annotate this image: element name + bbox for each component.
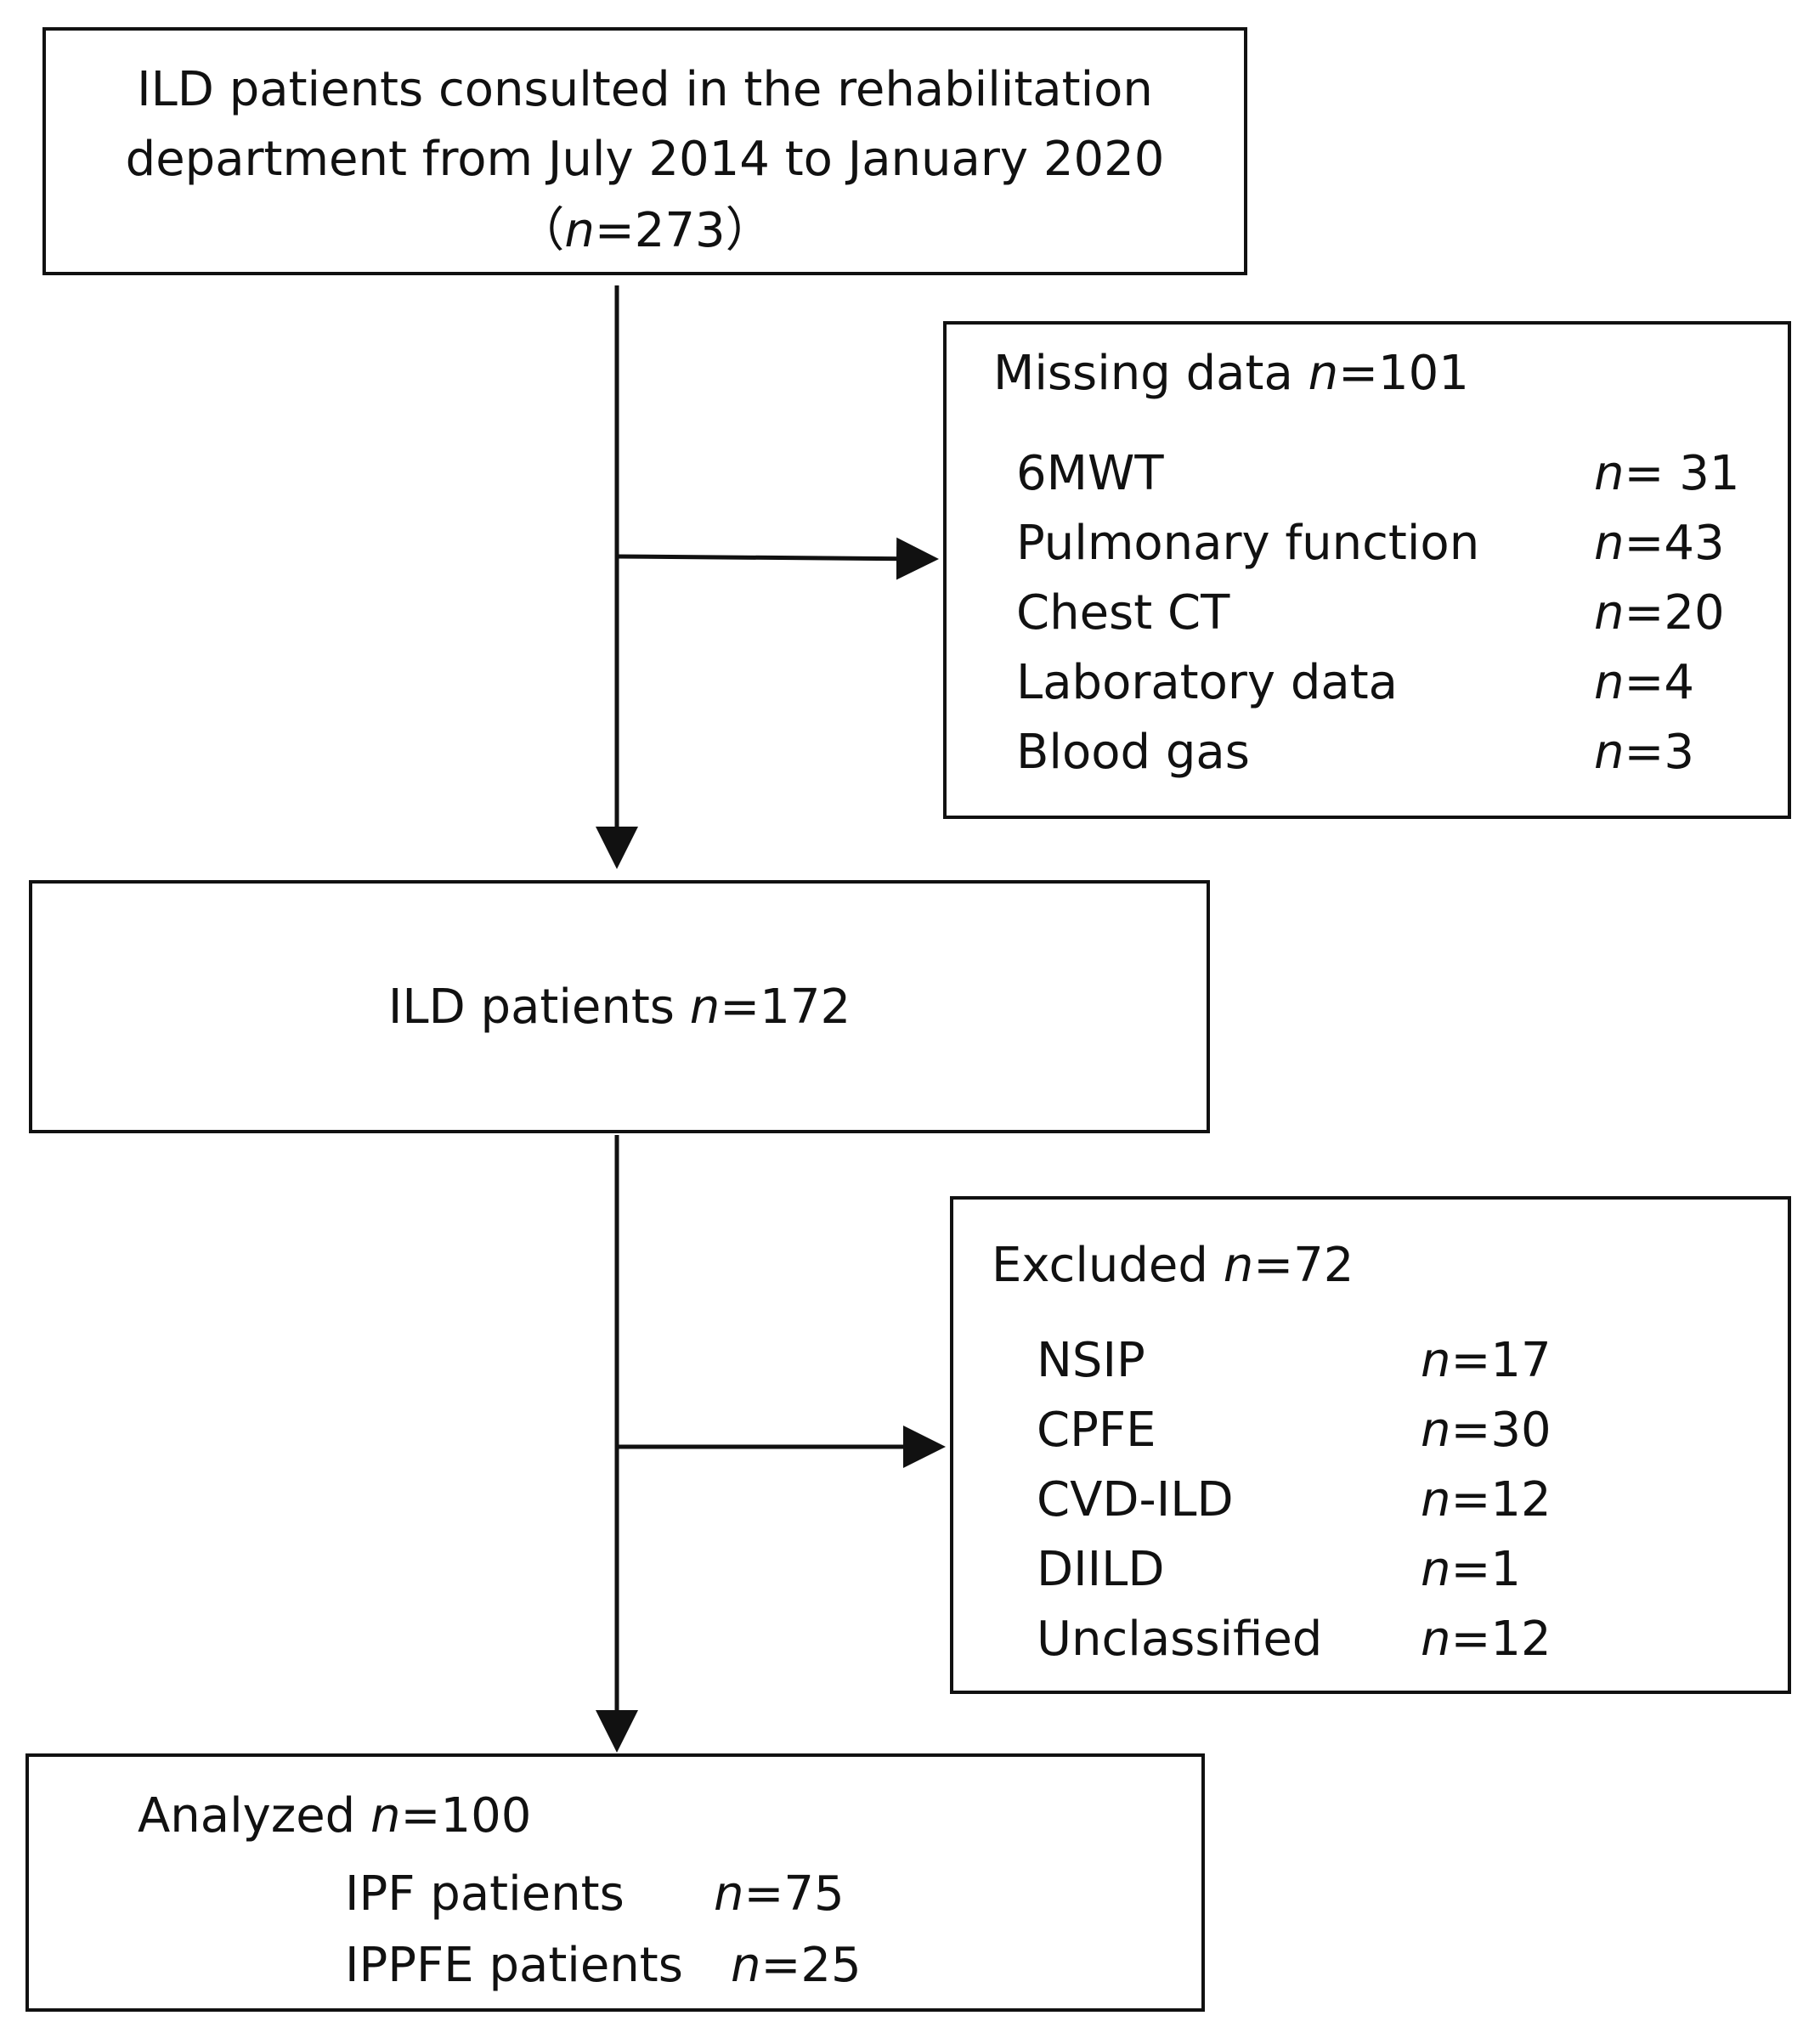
box-excluded: Excluded n=72 NSIP n=17 CPFE n=30 CVD-IL… [950, 1196, 1791, 1694]
excluded-item-n: n [1421, 1333, 1451, 1388]
excluded-item-label: CPFE [1037, 1403, 1156, 1458]
missing-item-label: Blood gas [1016, 725, 1250, 780]
missing-item-value: = 31 [1624, 446, 1740, 501]
missing-item-value: =43 [1624, 516, 1725, 571]
arrow-to-missing [616, 537, 939, 580]
analyzed-item-value: =25 [760, 1938, 862, 1993]
missing-item-count: n=3 [1594, 729, 1694, 776]
missing-item-n: n [1594, 446, 1625, 501]
missing-item-n: n [1594, 725, 1625, 780]
box-ild-patients: ILD patients n=172 [29, 880, 1210, 1133]
box-analyzed: Analyzed n=100 IPF patients n=75 IPPFE p… [25, 1753, 1205, 2012]
analyzed-item-count: n=75 [714, 1871, 845, 1918]
analyzed-title-n: n [370, 1788, 401, 1843]
start-count-open: （ [517, 203, 565, 258]
analyzed-title-value: =100 [400, 1788, 532, 1843]
missing-item-count: n=4 [1594, 659, 1694, 707]
excluded-item-label: NSIP [1037, 1333, 1145, 1388]
analyzed-item-n: n [731, 1938, 761, 1993]
excluded-item-n: n [1421, 1403, 1451, 1458]
excluded-item-value: =12 [1450, 1472, 1552, 1527]
missing-item-value: =4 [1624, 655, 1695, 710]
box-start: ILD patients consulted in the rehabilita… [42, 27, 1247, 275]
missing-title-label: Missing data [993, 346, 1293, 401]
analyzed-item-label: IPF patients [345, 1866, 625, 1922]
excluded-item-label: CVD-ILD [1037, 1472, 1234, 1527]
ild-title: ILD patients n=172 [32, 984, 1207, 1031]
missing-item-n: n [1594, 655, 1625, 710]
excluded-item-count: n=17 [1421, 1337, 1552, 1385]
analyzed-title: Analyzed n=100 [138, 1793, 531, 1840]
ild-title-n: n [689, 980, 721, 1035]
missing-title-n: n [1308, 346, 1339, 401]
excluded-item-n: n [1421, 1542, 1451, 1597]
missing-item-label: 6MWT [1016, 446, 1164, 501]
missing-item-count: n= 31 [1594, 450, 1739, 498]
missing-item-value: =20 [1624, 585, 1725, 641]
analyzed-item-value: =75 [743, 1866, 845, 1922]
start-line2: department from July 2014 to January 202… [125, 132, 1165, 187]
analyzed-item-n: n [714, 1866, 744, 1922]
excluded-item-value: =1 [1450, 1542, 1522, 1597]
missing-title: Missing data n=101 [993, 350, 1469, 398]
analyzed-item-count: n=25 [731, 1942, 862, 1990]
missing-title-value: =101 [1338, 346, 1469, 401]
missing-item-value: =3 [1624, 725, 1695, 780]
excluded-item-n: n [1421, 1612, 1451, 1667]
analyzed-item-label: IPPFE patients [345, 1938, 683, 1993]
start-count-close: ） [725, 203, 773, 258]
start-count: （n=273） [46, 207, 1244, 255]
excluded-item-count: n=12 [1421, 1476, 1552, 1524]
excluded-title-label: Excluded [992, 1238, 1208, 1293]
missing-item-n: n [1594, 585, 1625, 641]
excluded-item-label: DIILD [1037, 1542, 1165, 1597]
analyzed-title-label: Analyzed [138, 1788, 356, 1843]
excluded-item-label: Unclassified [1037, 1612, 1323, 1667]
excluded-title-n: n [1223, 1238, 1254, 1293]
excluded-item-count: n=30 [1421, 1407, 1552, 1454]
box-missing-data: Missing data n=101 6MWT n= 31 Pulmonary … [943, 321, 1791, 819]
excluded-item-value: =12 [1450, 1612, 1552, 1667]
missing-item-label: Laboratory data [1016, 655, 1398, 710]
missing-item-label: Pulmonary function [1016, 516, 1480, 571]
missing-item-count: n=20 [1594, 590, 1725, 637]
excluded-item-value: =17 [1450, 1333, 1552, 1388]
excluded-item-count: n=12 [1421, 1616, 1552, 1663]
start-line1: ILD patients consulted in the rehabilita… [137, 62, 1153, 117]
excluded-item-count: n=1 [1421, 1546, 1521, 1594]
excluded-item-value: =30 [1450, 1403, 1552, 1458]
missing-item-label: Chest CT [1016, 585, 1230, 641]
excluded-title-value: =72 [1253, 1238, 1354, 1293]
missing-item-n: n [1594, 516, 1625, 571]
excluded-title: Excluded n=72 [992, 1242, 1354, 1290]
ild-title-value: =172 [720, 980, 851, 1035]
missing-item-count: n=43 [1594, 520, 1725, 567]
excluded-item-n: n [1421, 1472, 1451, 1527]
start-count-n: n [564, 203, 595, 258]
start-count-value: =273 [594, 203, 726, 258]
ild-title-label: ILD patients [387, 980, 675, 1035]
